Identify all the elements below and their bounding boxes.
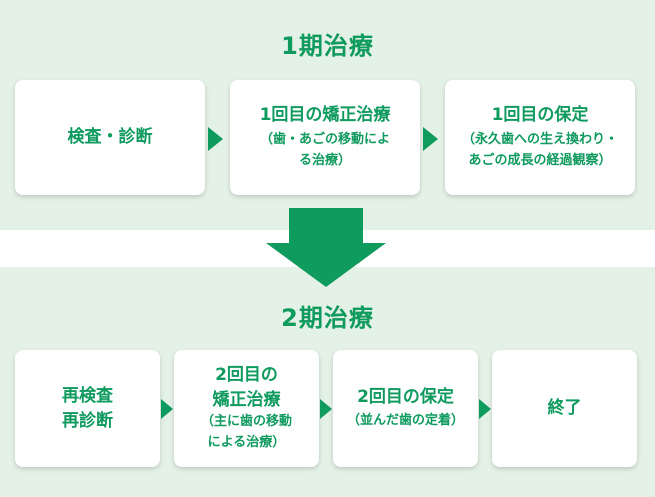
step-note-line: あごの成長の経過観察） (468, 152, 612, 168)
step-first-orthodontic-treatment: 1回目の矯正治療 （歯・あごの移動によ る治療） (230, 80, 420, 195)
step-label: 1回目の矯正治療 (259, 105, 391, 126)
step-end: 終了 (492, 350, 637, 467)
flow-arrow-right-icon (423, 127, 438, 151)
step-note: （歯・あごの移動によ る治療） (260, 130, 390, 172)
step-label-line: 再検査 (62, 385, 113, 406)
step-label: 2回目の 矯正治療 (213, 363, 281, 412)
step-note-line: （歯・あごの移動によ (259, 132, 390, 148)
down-arrow-icon (266, 243, 386, 287)
flow-arrow-right-icon (479, 399, 491, 419)
phase1-title: 1期治療 (281, 32, 374, 60)
step-label: 終了 (547, 398, 582, 419)
step-note: （永久歯への生え換わり・ あごの成長の経過観察） (462, 130, 618, 172)
step-note-line: る治療） (298, 152, 351, 168)
flow-arrow-right-icon (161, 399, 173, 419)
step-label: 検査・診断 (67, 127, 153, 148)
step-label: 1回目の保定 (491, 105, 589, 126)
step-note: （並んだ歯の定着） (346, 413, 464, 429)
down-arrow-shaft (289, 208, 363, 245)
step-label-line: 再診断 (62, 410, 113, 431)
step-first-retention: 1回目の保定 （永久歯への生え換わり・ あごの成長の経過観察） (445, 80, 635, 195)
step-label: 再検査 再診断 (62, 384, 113, 433)
step-label-line: 2回目の (215, 365, 278, 386)
step-note-line: （主に歯の移動 (200, 414, 292, 430)
step-second-retention: 2回目の保定 （並んだ歯の定着） (333, 350, 478, 467)
step-note: （主に歯の移動 による治療） (201, 412, 292, 454)
flow-arrow-right-icon (320, 399, 332, 419)
step-label: 2回目の保定 (357, 386, 454, 407)
step-note-line: による治療） (207, 435, 286, 451)
phase2-title: 2期治療 (281, 304, 374, 332)
step-label-line: 矯正治療 (212, 389, 281, 410)
step-examination-diagnosis: 検査・診断 (15, 80, 205, 195)
step-note-line: （永久歯への生え換わり・ (461, 132, 618, 148)
step-reexamination-rediagnosis: 再検査 再診断 (15, 350, 160, 467)
flow-arrow-right-icon (208, 127, 223, 151)
step-second-orthodontic-treatment: 2回目の 矯正治療 （主に歯の移動 による治療） (174, 350, 319, 467)
